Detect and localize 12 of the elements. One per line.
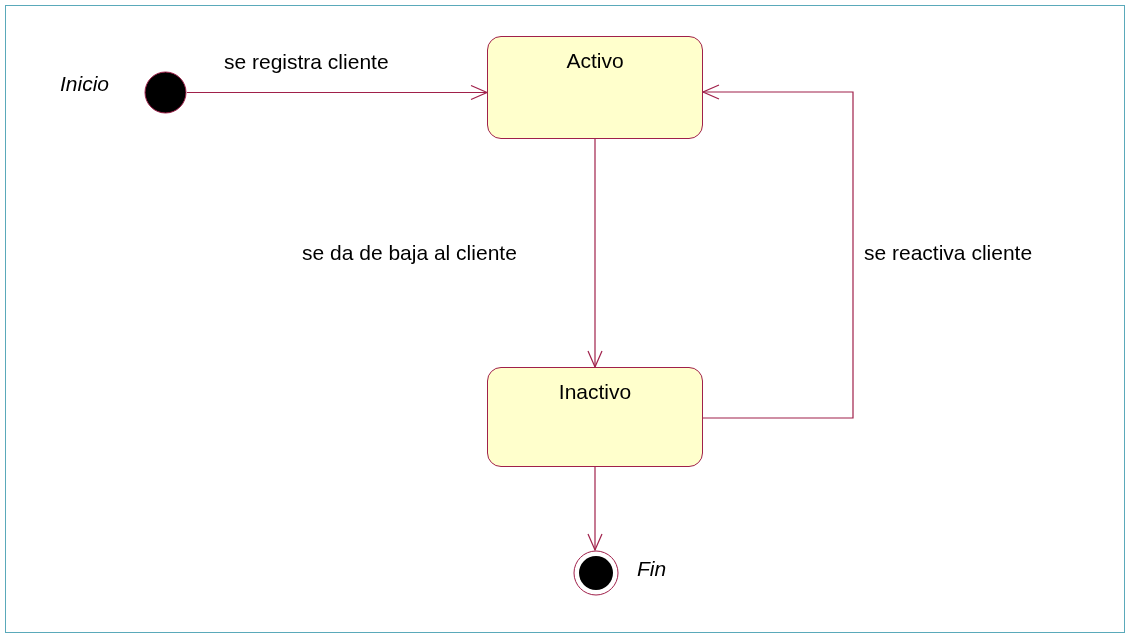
state-label: Fin (637, 557, 667, 581)
transition-arrow (587, 138, 603, 368)
state-box (487, 367, 703, 467)
state-name: Activo (565, 49, 625, 73)
state-box (487, 36, 703, 139)
final-state-circle (573, 550, 619, 596)
state-name: Inactivo (557, 380, 633, 404)
initial-state-circle (144, 71, 187, 114)
transition-arrow (702, 84, 854, 419)
transition-arrow (587, 466, 603, 551)
state-label: Inicio (60, 72, 110, 96)
transition-arrow (186, 84, 488, 101)
